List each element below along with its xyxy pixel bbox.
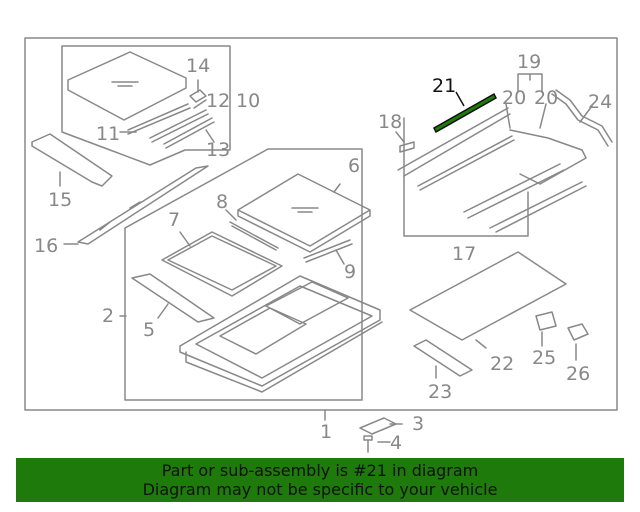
callout-17: 17 — [452, 243, 476, 265]
callout-2: 2 — [102, 305, 114, 327]
callout-3: 3 — [412, 413, 424, 435]
part-18-clip — [399, 141, 415, 153]
part-6-glass — [237, 173, 371, 253]
part-13-seal — [163, 117, 215, 149]
assembly-inset-frame — [124, 148, 363, 401]
callout-5: 5 — [143, 319, 155, 341]
callout-19: 19 — [517, 51, 541, 73]
callout-20b: 20 — [534, 87, 558, 109]
callout-10: 10 — [236, 90, 260, 112]
part-5-plate — [131, 273, 215, 323]
banner-line-2: Diagram may not be specific to your vehi… — [142, 480, 498, 499]
part-10-clip — [189, 89, 207, 109]
part-info-banner: Part or sub-assembly is #21 in diagram D… — [16, 458, 624, 502]
part-4-bolt — [363, 435, 373, 453]
outer-frame — [24, 37, 618, 411]
part-11-seal — [127, 103, 191, 135]
callout-6: 6 — [348, 155, 360, 177]
part-16-trim — [77, 165, 209, 245]
part-25-part — [535, 311, 557, 331]
part-17-channel — [397, 107, 515, 191]
part-21-highlight — [433, 92, 497, 134]
callout-1: 1 — [320, 421, 332, 443]
part-24-bracket — [551, 89, 613, 147]
callout-16: 16 — [34, 235, 58, 257]
callout-23: 23 — [428, 381, 452, 403]
callout-12: 12 — [206, 90, 230, 112]
drain-inset-frame — [403, 117, 529, 237]
glass-inset-frame — [61, 45, 231, 166]
part-12-seal — [149, 109, 209, 143]
callout-11: 11 — [96, 123, 120, 145]
callout-26: 26 — [566, 363, 590, 385]
callout-15: 15 — [48, 189, 72, 211]
callout-13: 13 — [206, 139, 230, 161]
callout-9: 9 — [344, 261, 356, 283]
part-8-seal — [229, 221, 279, 251]
banner-line-1: Part or sub-assembly is #21 in diagram — [161, 461, 479, 480]
part-7-frame — [161, 231, 283, 297]
callout-14: 14 — [186, 55, 210, 77]
callout-25: 25 — [532, 347, 556, 369]
part-14-glass — [67, 51, 187, 121]
part-15-deflector — [31, 133, 113, 187]
part-26-part — [567, 323, 589, 341]
callout-4: 4 — [390, 432, 402, 454]
callout-21: 21 — [432, 75, 456, 97]
callout-7: 7 — [168, 209, 180, 231]
callout-20a: 20 — [502, 87, 526, 109]
part-2-frame — [179, 275, 381, 387]
callout-22: 22 — [490, 353, 514, 375]
callout-18: 18 — [378, 111, 402, 133]
part-22-panel — [409, 251, 567, 341]
callout-24: 24 — [588, 91, 612, 113]
part-23-rail — [413, 339, 473, 377]
callout-8: 8 — [216, 191, 228, 213]
part-9-strip — [303, 239, 353, 263]
